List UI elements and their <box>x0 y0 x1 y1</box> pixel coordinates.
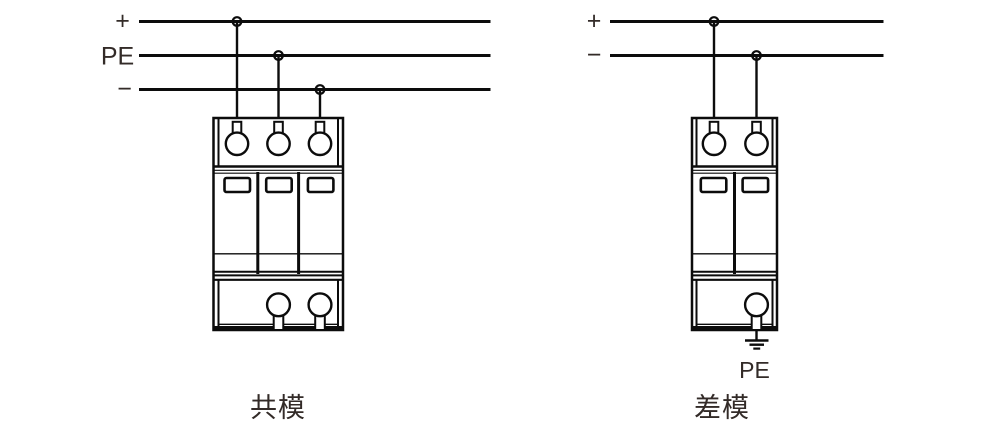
terminal-circle-top-2 <box>744 131 769 157</box>
junction-dot-minus <box>751 50 762 61</box>
module-window-1 <box>223 176 252 194</box>
module-window-2 <box>264 176 294 194</box>
junction-dot-pe <box>273 50 284 61</box>
junction-dot-minus <box>314 84 326 95</box>
right-caption: 差模 <box>694 393 750 423</box>
junction-dot-plus <box>708 16 720 27</box>
left-caption: 共模 <box>250 393 306 423</box>
junction-dot-plus <box>231 16 243 27</box>
left-bus-label-pe: PE <box>101 43 134 71</box>
module-window-1 <box>699 176 728 194</box>
terminal-circle-top-2 <box>266 131 291 157</box>
terminal-circle-bottom <box>743 292 770 318</box>
spd-2pole-device <box>690 116 779 332</box>
ground-symbol-icon <box>745 329 769 350</box>
module-window-3 <box>306 176 335 194</box>
right-bus-label-minus: − <box>587 41 602 69</box>
module-window-2 <box>741 176 770 194</box>
left-bus-label-minus: − <box>117 75 132 103</box>
spd-3pole-device <box>212 116 345 332</box>
terminal-circle-top-3 <box>307 131 333 157</box>
left-bus-label-plus: + <box>115 7 130 35</box>
right-diagram: + − <box>587 7 884 423</box>
ground-pe-label: PE <box>739 357 770 383</box>
terminal-circle-bottom-2 <box>307 292 333 318</box>
right-bus-label-plus: + <box>587 7 602 35</box>
left-diagram: + PE − <box>101 7 491 423</box>
terminal-circle-top-1 <box>701 131 727 157</box>
terminal-circle-top-1 <box>224 131 250 157</box>
terminal-circle-bottom-1 <box>265 292 292 318</box>
